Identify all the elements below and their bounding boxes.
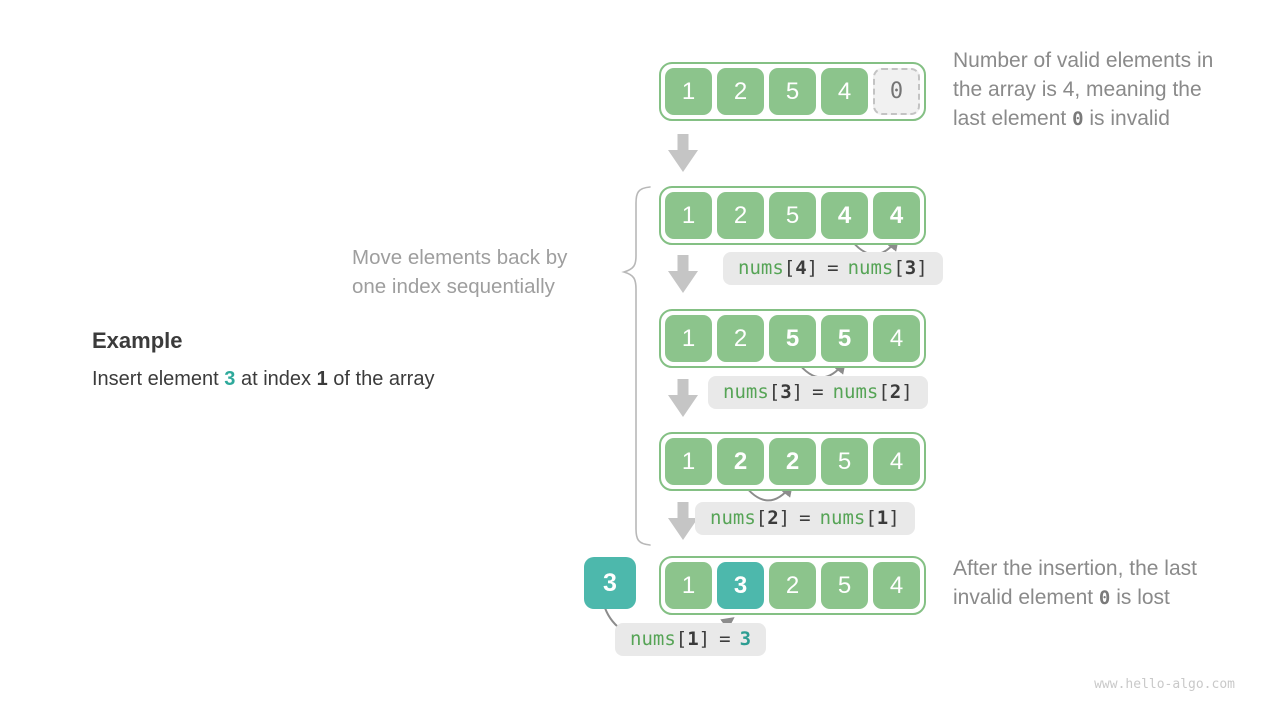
assignment-label: nums[1] = 3 [615, 623, 767, 656]
code-fn: nums [819, 507, 866, 529]
array-cell: 5 [769, 68, 816, 115]
insert-value: 3 [224, 368, 236, 390]
code-bracket: ] [888, 507, 900, 529]
down-arrow-icon [668, 134, 698, 172]
array-cell: 4 [873, 438, 920, 485]
code-value: 3 [739, 628, 752, 650]
code-index: 1 [876, 507, 889, 529]
example-heading: Example [92, 328, 183, 353]
code-bracket: [ [675, 628, 688, 650]
code-index: 3 [904, 257, 917, 279]
array-cell: 1 [665, 68, 712, 115]
array-cell: 1 [665, 438, 712, 485]
example-description: Insert element 3 at index 1 of the array [92, 368, 434, 391]
code-zero: 0 [1072, 108, 1084, 130]
array-cell: 4 [821, 68, 868, 115]
array-cell: 2 [717, 192, 764, 239]
code-fn: nums [738, 257, 784, 279]
curly-brace [621, 186, 651, 546]
array-cell: 5 [769, 192, 816, 239]
inserted-element: 3 [584, 557, 636, 609]
array-row-initial: 1 2 5 4 0 [659, 62, 926, 121]
example-text: of the array [327, 368, 435, 390]
array-row-step3: 1 2 2 5 4 [659, 432, 926, 491]
code-equals: = [827, 257, 839, 279]
code-bracket: ] [806, 257, 819, 279]
example-text: at index [235, 368, 317, 390]
array-cell-inserted: 3 [717, 562, 764, 609]
array-cell: 2 [717, 68, 764, 115]
array-cell: 5 [821, 315, 868, 362]
array-cell: 5 [821, 562, 868, 609]
array-cell: 4 [873, 562, 920, 609]
code-equals: = [719, 628, 731, 650]
annotation-line: invalid element 0 is lost [953, 586, 1170, 609]
code-bracket: [ [783, 257, 796, 279]
annotation-line: After the insertion, the last [953, 557, 1197, 580]
array-cell: 1 [665, 192, 712, 239]
code-fn: nums [723, 381, 769, 403]
array-row-step2: 1 2 5 5 4 [659, 309, 926, 368]
assignment-label: nums[2]=nums[1] [695, 502, 915, 535]
insert-index: 1 [316, 368, 328, 390]
code-bracket: [ [893, 257, 905, 279]
code-bracket: ] [778, 507, 791, 529]
example-text: Insert element [92, 368, 225, 390]
move-note-line: Move elements back by [352, 246, 568, 269]
code-index: 1 [687, 628, 699, 650]
code-fn: nums [630, 628, 676, 650]
array-cell: 5 [769, 315, 816, 362]
code-equals: = [812, 381, 824, 403]
array-cell-invalid: 0 [873, 68, 920, 115]
code-bracket: ] [791, 381, 804, 403]
code-bracket: [ [768, 381, 781, 403]
code-bracket: ] [901, 381, 913, 403]
code-bracket: ] [698, 628, 711, 650]
down-arrow-icon [668, 502, 698, 540]
code-zero: 0 [1098, 587, 1111, 609]
code-bracket: [ [755, 507, 768, 529]
array-cell: 4 [873, 192, 920, 239]
annotation-line: Number of valid elements in [953, 49, 1214, 72]
code-index: 4 [795, 257, 807, 279]
down-arrow-icon [668, 379, 698, 417]
assignment-label: nums[4]=nums[3] [723, 252, 943, 285]
array-cell: 1 [665, 562, 712, 609]
code-index: 2 [767, 507, 779, 529]
array-cell: 2 [717, 315, 764, 362]
move-note: Move elements back by one index sequenti… [352, 243, 567, 301]
array-cell: 1 [665, 315, 712, 362]
annotation-line: the array is 4, meaning the [953, 78, 1202, 101]
code-equals: = [799, 507, 811, 529]
array-cell: 4 [873, 315, 920, 362]
array-cell: 2 [769, 438, 816, 485]
code-bracket: [ [865, 507, 877, 529]
array-row-result: 1 3 2 5 4 [659, 556, 926, 615]
assignment-label: nums[3]=nums[2] [708, 376, 928, 409]
code-bracket: ] [916, 257, 928, 279]
move-note-line: one index sequentially [352, 275, 555, 298]
code-index: 2 [889, 381, 902, 403]
array-cell: 4 [821, 192, 868, 239]
watermark: www.hello-algo.com [1094, 677, 1235, 692]
array-row-step1: 1 2 5 4 4 [659, 186, 926, 245]
annotation-bottom: After the insertion, the last invalid el… [953, 554, 1197, 613]
code-fn: nums [832, 381, 879, 403]
annotation-line: last element 0 is invalid [953, 107, 1170, 130]
down-arrow-icon [668, 255, 698, 293]
array-cell: 2 [717, 438, 764, 485]
code-fn: nums [710, 507, 756, 529]
code-bracket: [ [878, 381, 890, 403]
code-index: 3 [780, 381, 792, 403]
annotation-top: Number of valid elements in the array is… [953, 46, 1213, 134]
array-cell: 5 [821, 438, 868, 485]
code-fn: nums [847, 257, 894, 279]
array-cell: 2 [769, 562, 816, 609]
